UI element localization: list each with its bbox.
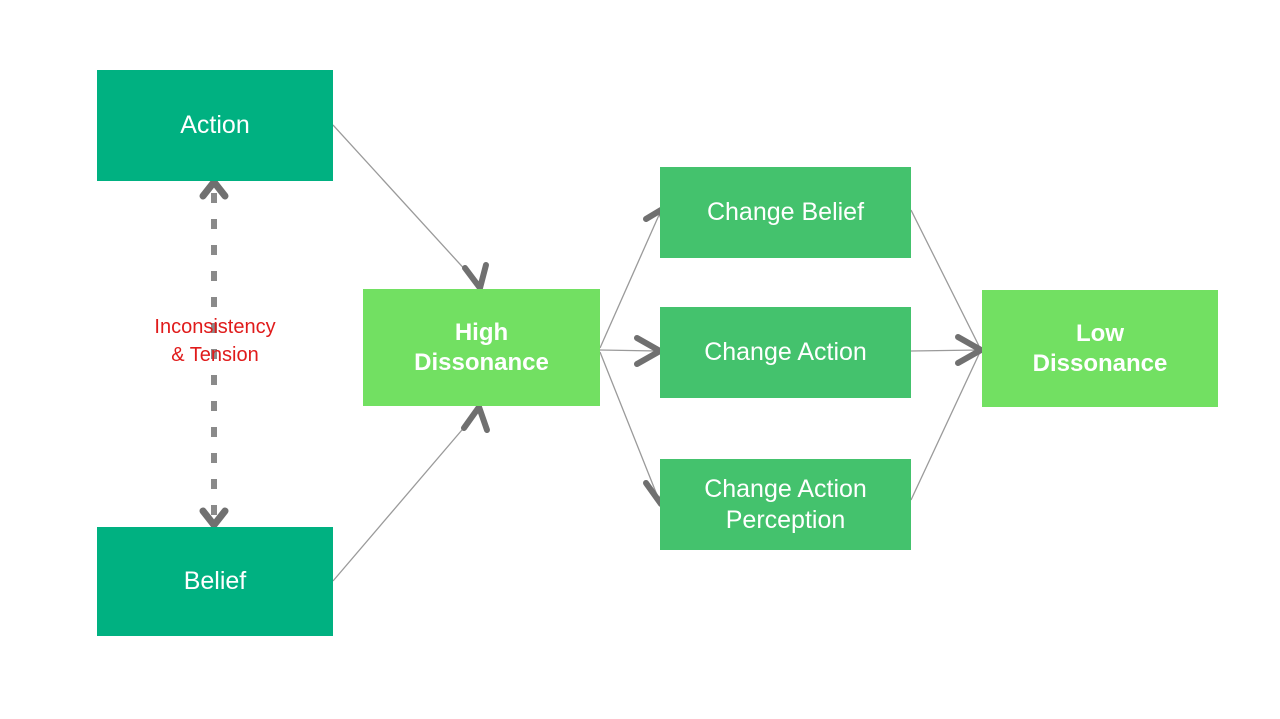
edge-high-change-belief bbox=[599, 207, 669, 349]
line-high-change-belief bbox=[599, 214, 660, 349]
node-low-dissonance-label: Low Dissonance bbox=[1032, 320, 1168, 377]
line-high-change-action-perception bbox=[599, 351, 660, 501]
arrowhead-icon bbox=[634, 335, 663, 367]
line-high-change-action bbox=[599, 349, 660, 352]
line-action-high bbox=[332, 124, 480, 286]
arrowhead-icon bbox=[955, 334, 984, 366]
node-change-belief-label: Change Belief bbox=[706, 198, 865, 227]
node-change-action-perception-label: Change Action Perception bbox=[704, 475, 867, 534]
node-high-dissonance[interactable]: High Dissonance bbox=[363, 289, 600, 406]
node-change-action-perception[interactable]: Change Action Perception bbox=[660, 459, 911, 550]
line-change-action-perception-low bbox=[910, 351, 981, 501]
node-belief[interactable]: Belief bbox=[97, 527, 333, 636]
line-change-action-low bbox=[910, 349, 981, 352]
node-change-action-label: Change Action bbox=[704, 338, 867, 367]
edge-high-change-action-perception bbox=[599, 351, 669, 507]
node-high-dissonance-label: High Dissonance bbox=[414, 319, 549, 376]
edge-label-inconsistency-tension: Inconsistency & Tension bbox=[154, 316, 276, 366]
arrowhead-icon bbox=[462, 262, 489, 291]
node-belief-label: Belief bbox=[183, 567, 247, 596]
node-change-action[interactable]: Change Action bbox=[660, 307, 911, 398]
edge-change-belief-low bbox=[910, 209, 981, 349]
edge-change-action-low bbox=[910, 349, 981, 352]
arrowhead-down-icon bbox=[199, 507, 229, 529]
edge-action-high-dissonance bbox=[332, 124, 489, 291]
edge-belief-high-dissonance bbox=[332, 404, 490, 582]
node-change-belief[interactable]: Change Belief bbox=[660, 167, 911, 258]
arrowhead-up-icon bbox=[199, 178, 229, 200]
edge-high-change-action bbox=[599, 335, 663, 367]
node-low-dissonance[interactable]: Low Dissonance bbox=[982, 290, 1218, 407]
edge-change-action-perception-low bbox=[910, 334, 984, 501]
node-action-label: Action bbox=[180, 111, 250, 140]
arrowhead-icon bbox=[461, 404, 490, 433]
node-action[interactable]: Action bbox=[97, 70, 333, 181]
line-belief-high bbox=[332, 409, 480, 582]
line-change-belief-low bbox=[910, 209, 981, 349]
